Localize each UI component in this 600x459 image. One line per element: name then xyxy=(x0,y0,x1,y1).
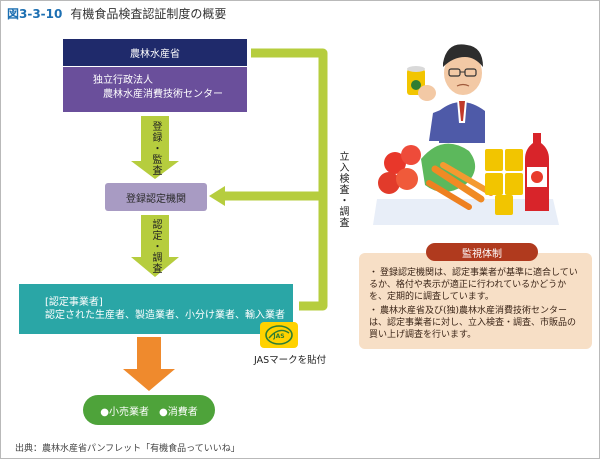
consumers-box: ●小売業者 ●消費者 xyxy=(83,395,215,425)
figure-title-text: 有機食品検査認証制度の概要 xyxy=(70,7,227,21)
famic-label-line2: 農林水産消費技術センター xyxy=(103,89,223,100)
registration-arrow xyxy=(131,116,179,179)
registered-body-label: 登録認定機関 xyxy=(126,193,186,205)
certification-arrow xyxy=(131,215,179,277)
inspection-arrow-head xyxy=(209,186,225,206)
monitoring-title-text: 監視体制 xyxy=(462,248,502,260)
monitoring-title: 監視体制 xyxy=(426,243,538,261)
registration-arrow-label: 登録・監査 xyxy=(150,121,161,176)
inspection-label: 立入検査・調査 xyxy=(337,151,348,228)
consumers-label: ●小売業者 ●消費者 xyxy=(100,406,198,418)
famic-box: 独立行政法人 農林水産消費技術センター xyxy=(63,67,247,112)
monitoring-item-text: 農林水産省及び(独)農林水産消費技術センターは、認定事業者に対し、立入検査・調査… xyxy=(369,306,577,340)
vegetables-and-products-icon xyxy=(373,133,559,225)
operators-text: 認定された生産者、製造業者、小分け業者、輸入業者 xyxy=(45,310,285,321)
monitoring-panel: ・登録認定機関は、認定事業者が基準に適合しているか、格付や表示が適正に行われてい… xyxy=(359,253,592,349)
registered-body-box: 登録認定機関 xyxy=(105,183,207,211)
distribution-arrow xyxy=(123,337,175,391)
maff-box: 農林水産省 xyxy=(63,39,247,66)
figure-number: 図3-3-10 xyxy=(7,7,63,21)
operators-box: [認定事業者] 認定された生産者、製造業者、小分け業者、輸入業者 xyxy=(19,284,293,334)
monitoring-item-text: 登録認定機関は、認定事業者が基準に適合しているか、格付や表示が適正に行われている… xyxy=(369,268,578,302)
monitoring-list: ・登録認定機関は、認定事業者が基準に適合しているか、格付や表示が適正に行われてい… xyxy=(369,267,584,341)
monitoring-item: ・農林水産省及び(独)農林水産消費技術センターは、認定事業者に対し、立入検査・調… xyxy=(369,306,577,340)
jas-caption: JASマークを貼付 xyxy=(254,355,327,366)
operators-heading: [認定事業者] xyxy=(45,297,103,308)
monitoring-item: ・登録認定機関は、認定事業者が基準に適合しているか、格付や表示が適正に行われてい… xyxy=(369,268,578,302)
famic-label-line1: 独立行政法人 xyxy=(93,75,153,86)
maff-label: 農林水産省 xyxy=(130,49,180,60)
jas-mark-text: JAS xyxy=(272,333,284,340)
person-holding-can-icon xyxy=(407,44,485,143)
inspection-connector-line xyxy=(251,48,328,311)
certification-arrow-label: 認定・調査 xyxy=(150,219,161,274)
figure-title: 図3-3-10 有機食品検査認証制度の概要 xyxy=(7,5,226,22)
jas-mark-icon: JAS xyxy=(260,322,298,348)
source-note: 出典：農林水産省パンフレット「有機食品っていいね」 xyxy=(15,444,240,454)
